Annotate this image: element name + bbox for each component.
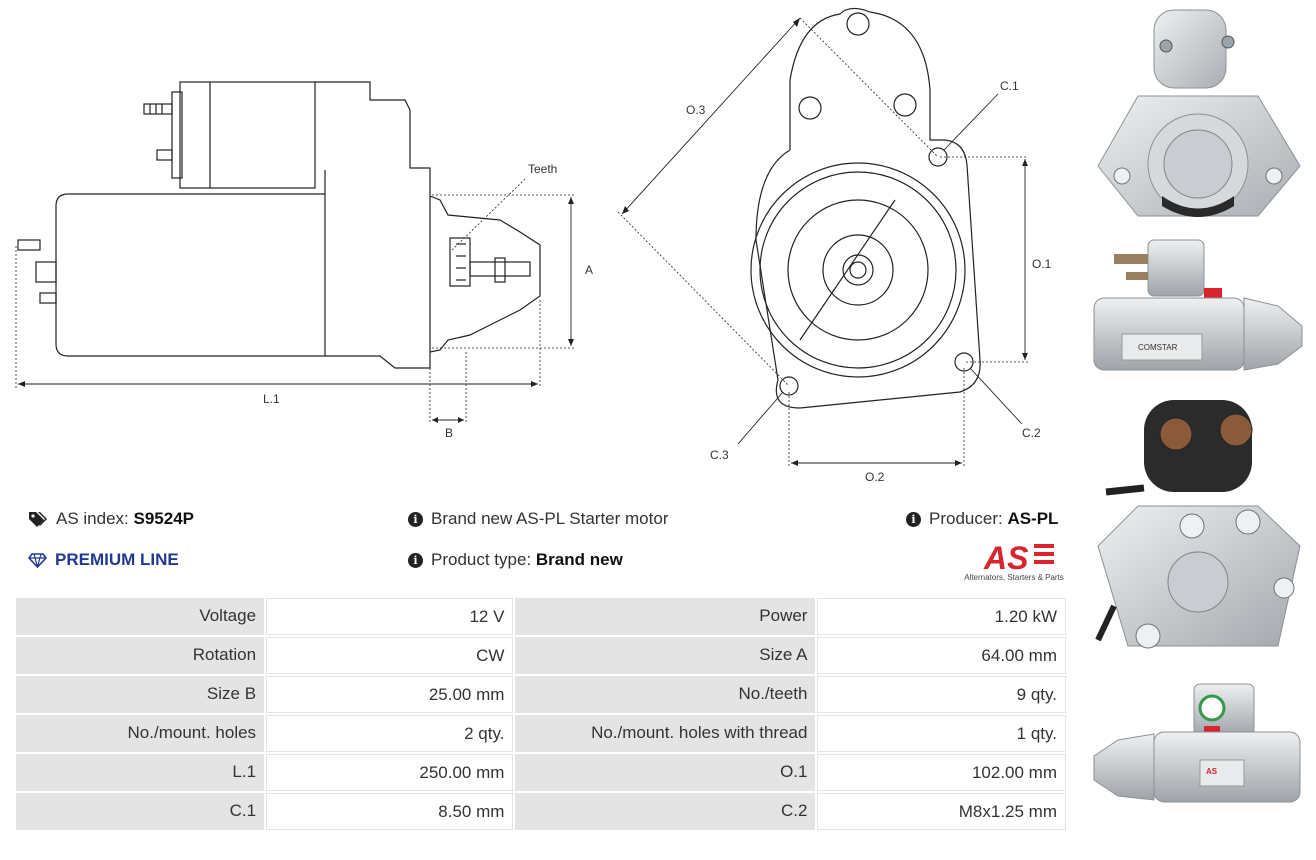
label-b: B [445, 426, 453, 440]
spec-key: Voltage [16, 598, 265, 635]
info-icon: i [408, 552, 423, 568]
diamond-icon [28, 552, 47, 568]
product-type-label: Product type: [431, 550, 532, 569]
spec-key: L.1 [16, 754, 265, 791]
product-type-value: Brand new [535, 550, 623, 569]
premium-line-label: PREMIUM LINE [55, 550, 179, 569]
spec-value: 64.00 mm [817, 637, 1066, 674]
label-l1: L.1 [263, 392, 280, 406]
spec-key: Rotation [16, 637, 265, 674]
technical-drawing: Teeth A L.1 B O.3 [15, 7, 1052, 484]
label-teeth: Teeth [528, 162, 557, 176]
producer-logo[interactable]: AS Alternators, Starters & Parts [960, 540, 1068, 584]
mounting-flange [755, 7, 981, 409]
motor-body [55, 193, 326, 357]
spec-key: O.1 [515, 754, 816, 791]
spec-key: Size B [16, 676, 265, 713]
spec-value: 1.20 kW [817, 598, 1066, 635]
info-icon: i [408, 511, 423, 527]
spec-value: 25.00 mm [266, 676, 514, 713]
info-icon: i [906, 511, 921, 527]
spec-value: 8.50 mm [266, 793, 514, 830]
label-a: A [585, 263, 593, 277]
table-row: Size B 25.00 mm No./teeth 9 qty. [16, 676, 1066, 713]
product-photo-top[interactable] [1088, 396, 1310, 666]
spec-key: Power [515, 598, 816, 635]
product-description: i Brand new AS-PL Starter motor [408, 509, 668, 529]
as-index-value: S9524P [133, 509, 195, 528]
spec-key: No./teeth [515, 676, 816, 713]
label-c3: C.3 [710, 448, 729, 462]
spec-key: C.2 [515, 793, 816, 830]
table-row: Voltage 12 V Power 1.20 kW [16, 598, 1066, 635]
table-row: L.1 250.00 mm O.1 102.00 mm [16, 754, 1066, 791]
tags-icon [29, 512, 47, 527]
label-o3: O.3 [686, 103, 706, 117]
product-photo-front[interactable] [1088, 6, 1310, 226]
as-index-label: AS index: [56, 509, 129, 528]
logo-mark: AS [983, 540, 1029, 574]
label-o2: O.2 [865, 470, 885, 484]
label-o1: O.1 [1032, 257, 1052, 271]
product-photo-side-2[interactable]: AS [1088, 676, 1310, 826]
product-photo-side[interactable]: COMSTAR [1088, 236, 1310, 386]
spec-key: Size A [515, 637, 816, 674]
side-label-as: AS [1206, 767, 1218, 776]
spec-value: 12 V [266, 598, 514, 635]
logo-tagline: Alternators, Starters & Parts [964, 573, 1064, 582]
spec-key: No./mount. holes [16, 715, 265, 752]
producer-label: Producer: [929, 509, 1003, 528]
premium-line[interactable]: PREMIUM LINE [28, 550, 179, 570]
solenoid-body [179, 81, 316, 189]
spec-value: 2 qty. [266, 715, 514, 752]
spec-value: M8x1.25 mm [817, 793, 1066, 830]
spec-value: 250.00 mm [266, 754, 514, 791]
product-type: i Product type: Brand new [408, 550, 623, 570]
as-index: AS index: S9524P [28, 509, 194, 529]
producer-value: AS-PL [1007, 509, 1059, 528]
spec-key: No./mount. holes with thread [515, 715, 816, 752]
spec-value: 9 qty. [817, 676, 1066, 713]
producer: i Producer: AS-PL [906, 509, 1058, 529]
specification-table: Voltage 12 V Power 1.20 kW Rotation CW S… [14, 596, 1068, 832]
spec-value: 1 qty. [817, 715, 1066, 752]
spec-value: 102.00 mm [817, 754, 1066, 791]
spec-value: CW [266, 637, 514, 674]
spec-key: C.1 [16, 793, 265, 830]
description-text: Brand new AS-PL Starter motor [431, 509, 669, 528]
label-c1: C.1 [1000, 79, 1019, 93]
side-label-brand: COMSTAR [1138, 343, 1178, 352]
table-row: C.1 8.50 mm C.2 M8x1.25 mm [16, 793, 1066, 830]
table-row: No./mount. holes 2 qty. No./mount. holes… [16, 715, 1066, 752]
table-row: Rotation CW Size A 64.00 mm [16, 637, 1066, 674]
label-c2: C.2 [1022, 426, 1041, 440]
